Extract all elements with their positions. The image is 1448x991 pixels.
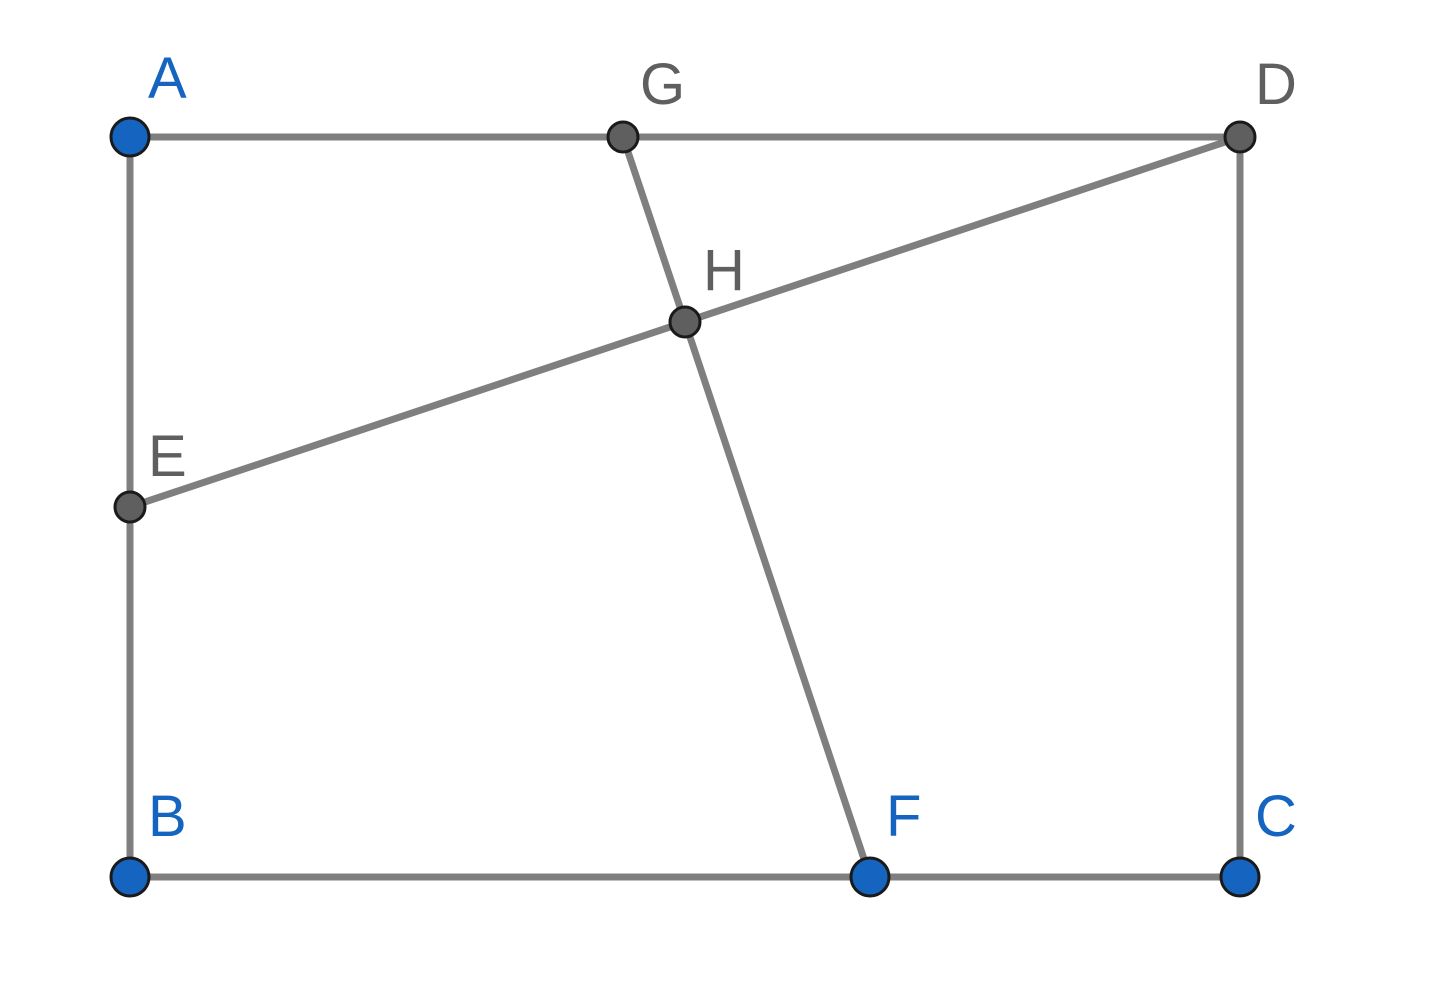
point-label-e: E <box>148 424 187 489</box>
point-g <box>606 120 640 154</box>
point-label-a: A <box>148 46 187 111</box>
point-c <box>1219 856 1261 898</box>
point-b <box>109 856 151 898</box>
point-d <box>1223 120 1257 154</box>
point-e <box>113 490 147 524</box>
point-label-f: F <box>886 784 921 849</box>
segments-layer <box>126 133 1244 881</box>
points-layer <box>109 116 1261 898</box>
labels-layer: A B C D E F G H <box>148 46 1297 849</box>
segment-hf <box>681 318 874 881</box>
point-label-b: B <box>148 784 187 849</box>
segment-hd <box>681 133 1244 326</box>
point-label-g: G <box>640 52 685 117</box>
point-label-c: C <box>1255 784 1297 849</box>
point-label-d: D <box>1255 52 1297 117</box>
point-h <box>668 305 702 339</box>
point-label-h: H <box>703 238 745 303</box>
point-f <box>849 856 891 898</box>
segment-gh <box>619 133 689 326</box>
point-a <box>109 116 151 158</box>
segment-eh <box>126 318 689 511</box>
